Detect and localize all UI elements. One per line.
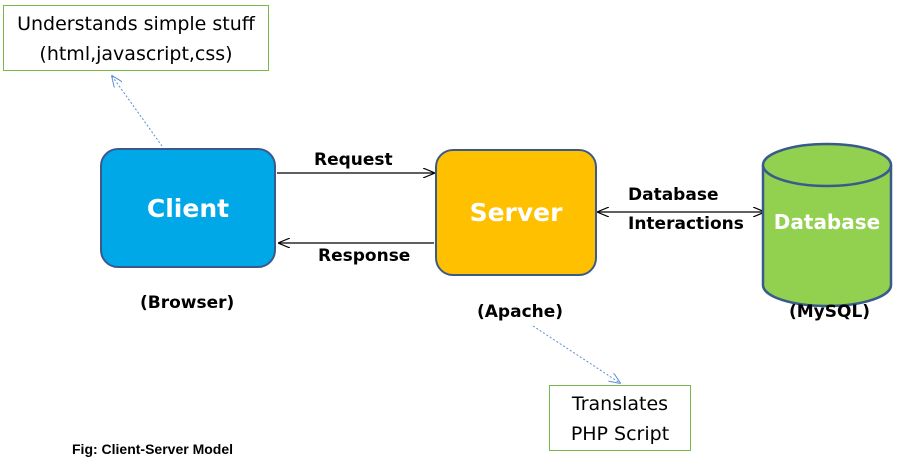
client-note-line2: (html,javascript,css): [39, 43, 233, 65]
response-label: Response: [318, 246, 411, 266]
request-label: Request: [314, 150, 393, 170]
database-interactions-label-line2: Interactions: [628, 214, 744, 234]
client-node: Client: [100, 148, 276, 268]
server-note-connector: [532, 325, 620, 383]
client-note-connector: [112, 76, 163, 147]
server-node: Server: [435, 149, 597, 276]
mysql-sublabel: (MySQL): [789, 302, 871, 322]
client-capability-note: Understands simple stuff (html,javascrip…: [3, 5, 269, 71]
client-label: Client: [146, 193, 230, 223]
server-label: Server: [469, 198, 563, 227]
database-label: Database: [773, 210, 881, 234]
browser-sublabel: (Browser): [140, 293, 235, 313]
server-capability-note: Translates PHP Script: [549, 385, 691, 451]
apache-sublabel: (Apache): [477, 302, 564, 322]
server-note-line1: Translates: [571, 393, 669, 415]
figure-caption: Fig: Client-Server Model: [72, 441, 234, 457]
database-interactions-label-line1: Database: [628, 185, 719, 205]
server-note-line2: PHP Script: [570, 423, 670, 445]
database-cylinder: [761, 142, 893, 308]
client-note-line1: Understands simple stuff: [17, 13, 255, 35]
